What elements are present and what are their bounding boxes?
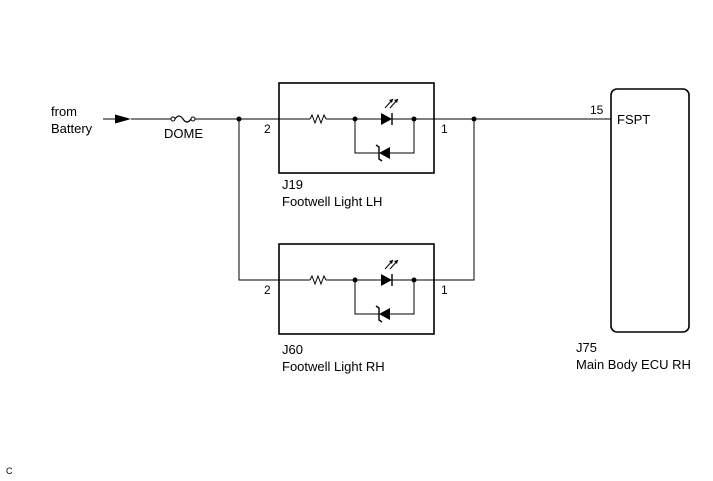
source-label-line1: from <box>51 104 77 119</box>
lh-connector-label: J19 <box>282 177 303 192</box>
battery-arrow-icon <box>103 114 131 124</box>
rh-pin-in: 2 <box>264 283 271 297</box>
lh-pin-in: 2 <box>264 122 271 136</box>
lh-pin-out: 1 <box>441 122 448 136</box>
ecu-terminal-label: FSPT <box>617 112 650 127</box>
source-label-line2: Battery <box>51 121 93 136</box>
ecu-box <box>610 88 690 333</box>
rh-connector-label: J60 <box>282 342 303 357</box>
lh-name-label: Footwell Light LH <box>282 194 382 209</box>
fuse-label: DOME <box>164 126 203 141</box>
wire-rh-ecu <box>434 119 475 281</box>
rh-name-label: Footwell Light RH <box>282 359 385 374</box>
light-box-rh <box>278 243 435 335</box>
fuse-icon <box>170 115 196 123</box>
ecu-connector-label: J75 <box>576 340 597 355</box>
rh-pin-out: 1 <box>441 283 448 297</box>
ecu-pin-number: 15 <box>590 103 604 117</box>
wire-branch-rh <box>238 119 279 281</box>
ecu-name-label: Main Body ECU RH <box>576 357 691 372</box>
corner-mark: C <box>6 466 13 476</box>
light-box-lh <box>278 82 435 174</box>
